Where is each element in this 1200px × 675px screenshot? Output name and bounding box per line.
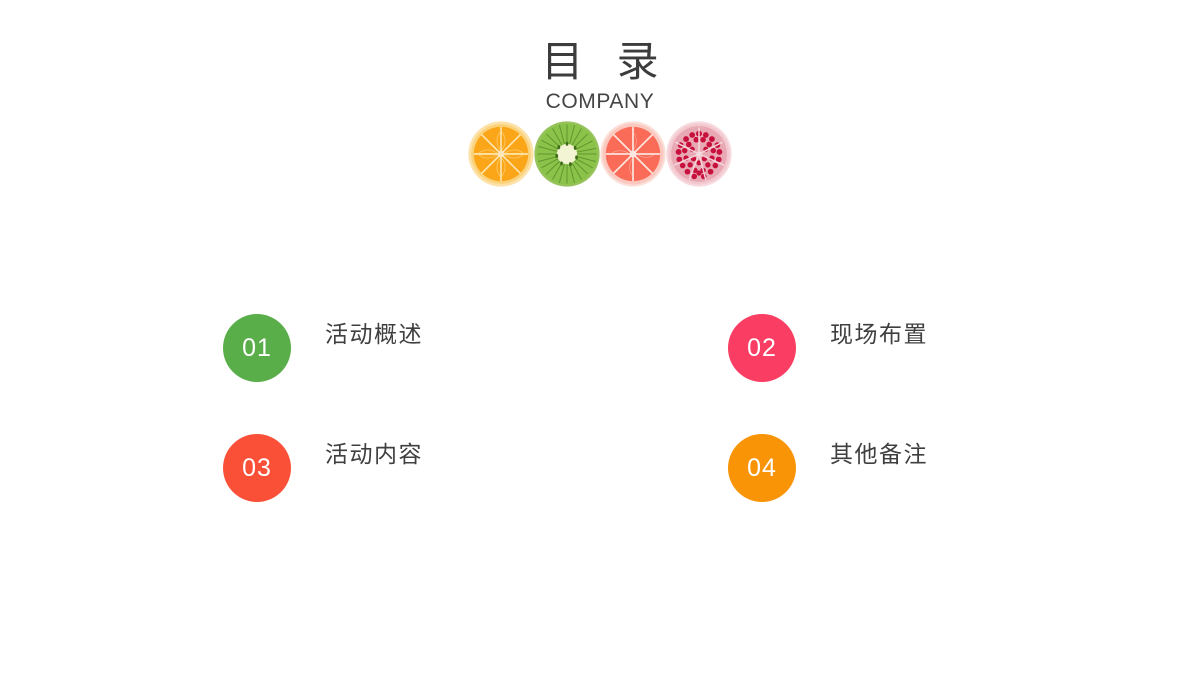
pomegranate-slice-icon xyxy=(665,120,733,188)
fruit-decoration-row xyxy=(0,120,1200,188)
toc-badge-04: 04 xyxy=(728,434,796,502)
kiwi-slice-icon xyxy=(533,120,601,188)
toc-item-03[interactable]: 03 活动内容 xyxy=(223,434,603,502)
toc-item-01[interactable]: 01 活动概述 xyxy=(223,314,603,382)
page-title: 目 录 xyxy=(541,37,669,86)
toc-item-04[interactable]: 04 其他备注 xyxy=(728,434,1108,502)
toc-badge-03: 03 xyxy=(223,434,291,502)
toc-badge-01: 01 xyxy=(223,314,291,382)
grapefruit-slice-icon xyxy=(599,120,667,188)
toc-label-03: 活动内容 xyxy=(325,442,423,468)
toc-label-04: 其他备注 xyxy=(830,442,928,468)
table-of-contents: 01 活动概述 02 现场布置 03 活动内容 04 其他备注 xyxy=(0,314,1200,554)
toc-item-02[interactable]: 02 现场布置 xyxy=(728,314,1108,382)
orange-slice-icon xyxy=(467,120,535,188)
toc-label-01: 活动概述 xyxy=(325,322,423,348)
toc-badge-02: 02 xyxy=(728,314,796,382)
slide-header: 目 录 COMPANY xyxy=(0,38,1200,114)
toc-label-02: 现场布置 xyxy=(830,322,928,348)
page-subtitle: COMPANY xyxy=(545,90,655,113)
